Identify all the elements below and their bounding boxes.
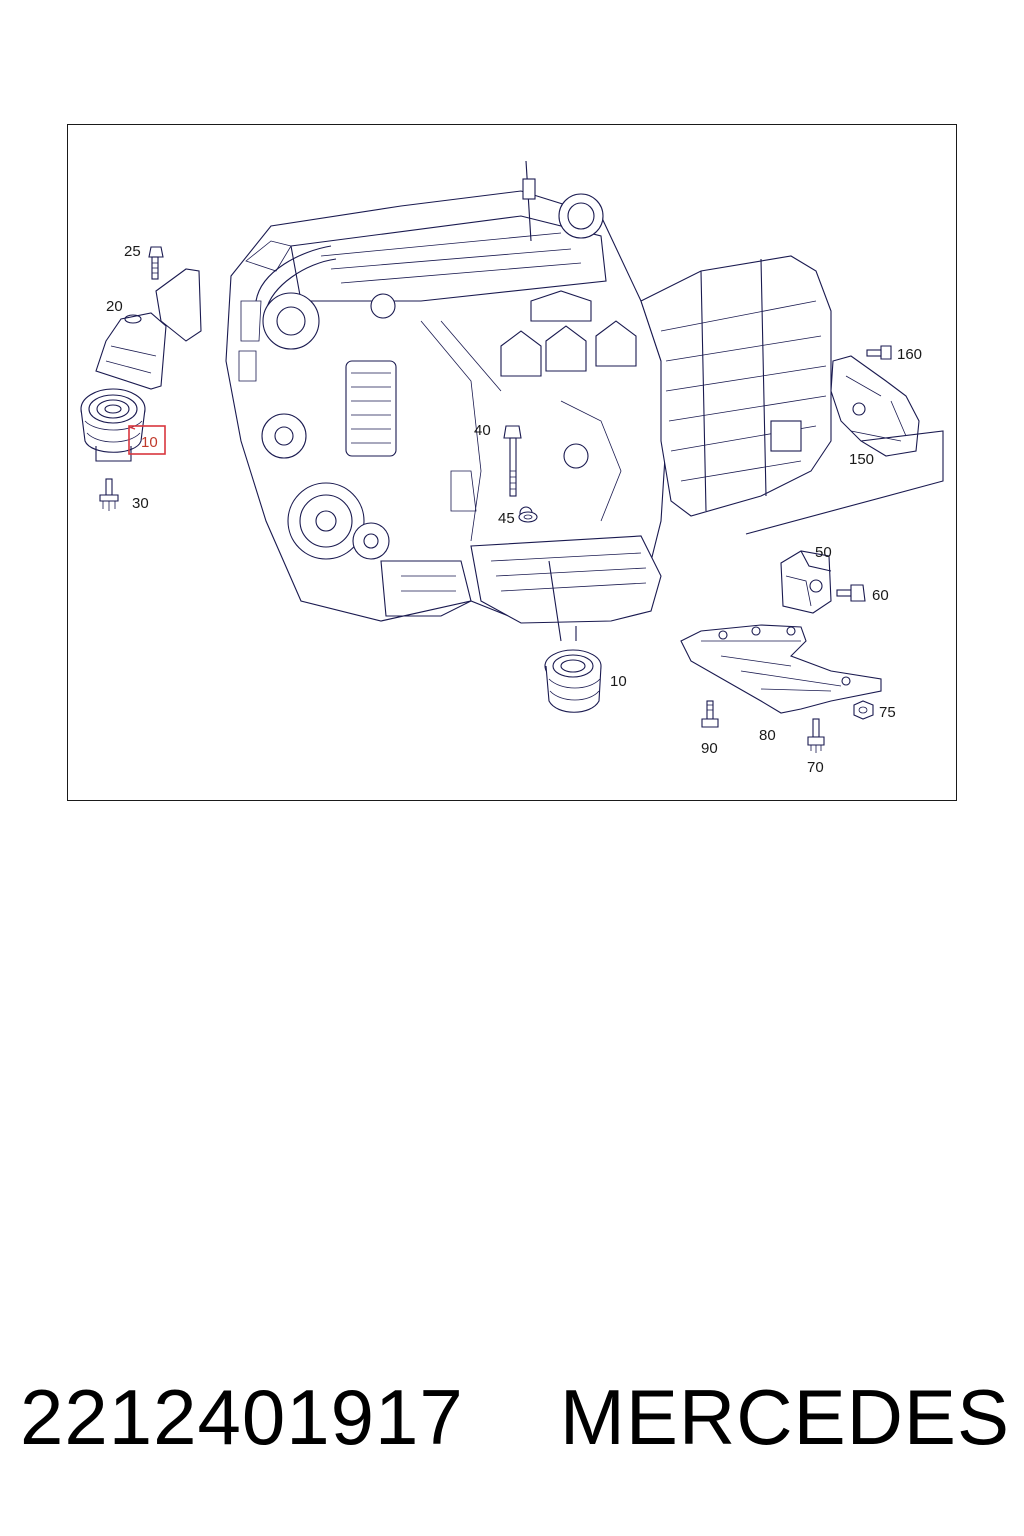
crossmember-80 [680, 624, 882, 714]
bolt-30 [99, 478, 119, 511]
bolt-40 [503, 425, 522, 497]
bolt-60 [836, 584, 866, 602]
callout-150: 150 [849, 451, 874, 468]
callout-160: 160 [897, 346, 922, 363]
callout-70: 70 [807, 759, 824, 776]
callout-10-highlighted[interactable]: 10 [141, 434, 158, 451]
callout-90: 90 [701, 740, 718, 757]
heat-shield-20 [95, 268, 202, 390]
washer-45 [518, 511, 538, 523]
engine-mount-10-center [544, 560, 602, 713]
parts-diagram-frame: 25 20 10 30 40 45 160 150 50 60 10 80 75… [67, 124, 957, 801]
callout-80: 80 [759, 727, 776, 744]
bolt-70 [807, 718, 825, 753]
part-caption: 2212401917 MERCEDES [20, 1362, 1010, 1472]
part-number: 2212401917 [20, 1372, 464, 1461]
nut-75 [853, 700, 874, 720]
transmission [640, 255, 832, 517]
callout-60: 60 [872, 587, 889, 604]
callout-10-highlight-leader [128, 426, 136, 430]
callout-30: 30 [132, 495, 149, 512]
bracket-150 [745, 355, 944, 535]
bolt-90 [701, 700, 719, 728]
engine-mount-diagram: 25 20 10 30 40 45 160 150 50 60 10 80 75… [80, 160, 944, 776]
callout-10-highlight-box [128, 425, 166, 455]
callout-20: 20 [106, 298, 123, 315]
callout-45: 45 [498, 510, 515, 527]
brand-name: MERCEDES [559, 1372, 1010, 1461]
engine-mount-10-left [80, 388, 146, 462]
callout-75: 75 [879, 704, 896, 721]
transmission-mount-50 [780, 550, 832, 614]
callout-40: 40 [474, 422, 491, 439]
callout-50: 50 [815, 544, 832, 561]
engine-assembly [225, 160, 667, 624]
bolt-160 [866, 345, 892, 360]
callout-10: 10 [610, 673, 627, 690]
bolt-25 [148, 246, 164, 280]
callout-25: 25 [124, 243, 141, 260]
